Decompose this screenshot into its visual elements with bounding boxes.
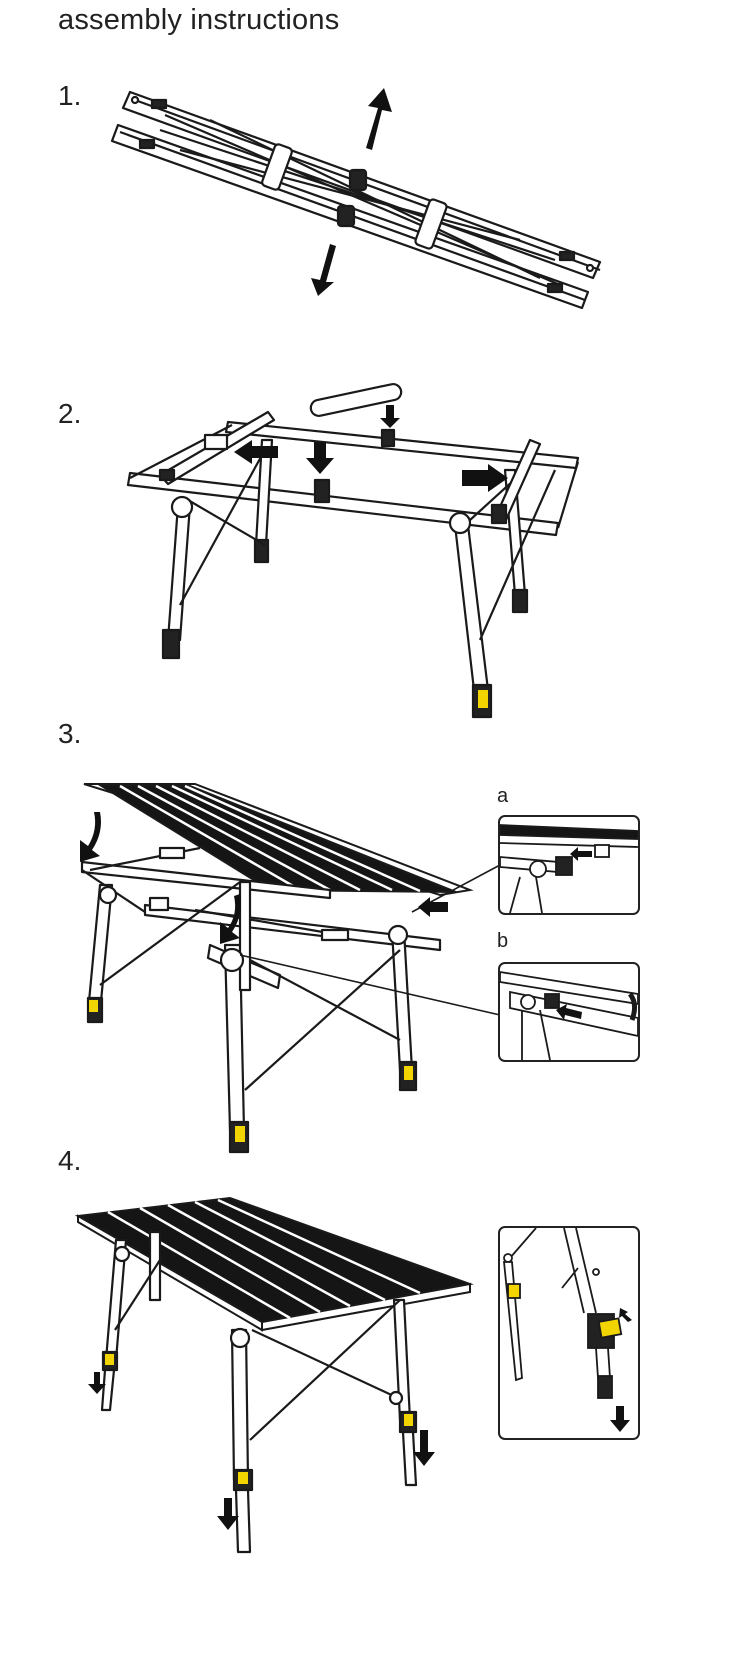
inset-c: [498, 1226, 640, 1440]
arrow-icon: [311, 88, 392, 296]
inset-a: [498, 815, 640, 915]
inset-label-a: a: [497, 785, 509, 807]
inset-a-illustration: [500, 824, 638, 913]
step-1-illustration: [110, 88, 602, 310]
inset-label-b: b: [497, 930, 509, 952]
step-number-3: 3.: [58, 718, 82, 749]
arrow-icon: [88, 1372, 435, 1530]
step-number-2: 2.: [58, 398, 82, 429]
inset-b: [498, 962, 640, 1062]
inset-b-illustration: [500, 971, 638, 1060]
step-number-1: 1.: [58, 80, 82, 111]
step-number-4: 4.: [58, 1145, 82, 1176]
table-top: [83, 783, 474, 897]
arrow-icon: [234, 405, 508, 492]
inset-c-illustration: [503, 1228, 632, 1432]
arrow-icon: [610, 1308, 632, 1432]
step-2-illustration: [126, 382, 580, 719]
step-4-illustration: [74, 1196, 474, 1554]
table-top: [74, 1196, 474, 1332]
step-3-illustration: [80, 783, 501, 1154]
page-title: assembly instructions: [58, 4, 340, 36]
arrow-icon: [80, 812, 448, 944]
